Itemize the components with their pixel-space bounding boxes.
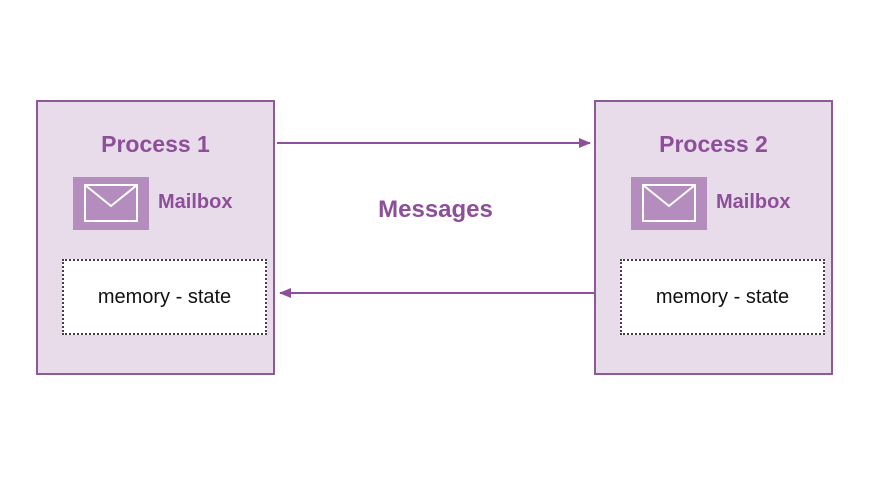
memory-state-box: memory - state <box>620 259 825 335</box>
memory-state-box: memory - state <box>62 259 267 335</box>
mailbox-label: Mailbox <box>716 191 791 213</box>
memory-state-label: memory - state <box>97 285 232 308</box>
process-title: Process 1 <box>101 131 210 157</box>
envelope-icon <box>631 177 707 230</box>
process-title: Process 2 <box>659 131 768 157</box>
memory-state-label: memory - state <box>655 285 790 308</box>
process-2-box: Process 2 Mailbox memory - state <box>594 100 833 375</box>
envelope-icon <box>73 177 149 230</box>
mailbox-label: Mailbox <box>158 191 233 213</box>
messages-label: Messages <box>378 196 493 223</box>
process-1-box: Process 1 Mailbox memory - state <box>36 100 275 375</box>
